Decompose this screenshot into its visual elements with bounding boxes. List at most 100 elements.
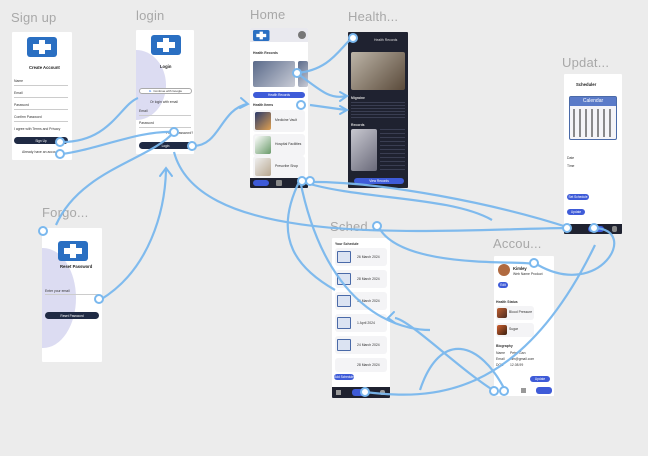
list-item[interactable]: Hospital Facilities (253, 134, 305, 156)
health-records-button[interactable]: Health Records (253, 92, 305, 98)
migraine-description (351, 102, 405, 120)
calendar-nav-icon[interactable] (276, 180, 282, 186)
connection-handle[interactable] (38, 226, 48, 236)
list-item[interactable]: 1 April 2024 (335, 314, 387, 332)
health-record-card[interactable] (253, 61, 295, 87)
date-label: Date (567, 156, 575, 160)
connection-handle[interactable] (296, 100, 306, 110)
schedule-date: 1 April 2024 (357, 321, 375, 325)
schedule-date: 26 March 2024 (357, 255, 380, 259)
forgot-password-link[interactable]: Forgot password? (166, 131, 194, 135)
connection-handle[interactable] (94, 294, 104, 304)
app-logo (253, 30, 270, 41)
calendar-nav-icon[interactable] (521, 388, 526, 393)
list-item[interactable]: Medicine Vault (253, 110, 305, 132)
wire-forgot-to-login (99, 169, 168, 301)
app-logo (58, 241, 88, 261)
calendar-grid[interactable] (573, 109, 613, 137)
wire-arrowheads (159, 91, 396, 324)
signup-button[interactable]: Sign Up (14, 137, 68, 144)
avatar (498, 264, 510, 276)
profile-name: Kimley (513, 266, 527, 271)
have-account-link[interactable]: Already have an account? (22, 150, 62, 154)
update-button[interactable]: Update (567, 209, 585, 215)
connection-handle[interactable] (169, 127, 179, 137)
wire-schedule-to-account (377, 225, 535, 266)
login-button[interactable]: Login (139, 142, 192, 149)
reset-password-button[interactable]: Reset Password (45, 312, 99, 319)
connection-handle[interactable] (489, 386, 499, 396)
home-nav-icon[interactable] (253, 180, 269, 186)
connection-handle[interactable] (292, 68, 302, 78)
calendar-icon (337, 295, 351, 307)
password-field[interactable] (14, 109, 68, 110)
list-item[interactable]: 28 March 2024 (335, 358, 387, 372)
calendar-icon (337, 251, 351, 263)
item-label: Medicine Vault (275, 118, 297, 122)
connection-handle[interactable] (55, 149, 65, 159)
email-field-label: Enter your email (45, 289, 70, 293)
item-image (255, 158, 271, 176)
wire-home-to-schedule (302, 180, 493, 221)
record-image (351, 52, 405, 90)
connection-handle[interactable] (187, 141, 197, 151)
add-schedule-button[interactable]: Add Schedule (334, 374, 354, 380)
frame-label-login: login (136, 8, 165, 23)
connection-handle[interactable] (372, 221, 382, 231)
google-login-button[interactable]: G Continue with Google (139, 88, 192, 94)
record-document-image (351, 129, 377, 171)
profile-nav-icon[interactable] (612, 226, 617, 232)
wire-home-arrow (309, 103, 347, 112)
connection-handle[interactable] (562, 223, 572, 233)
info-key: Name (496, 351, 506, 355)
password-field[interactable] (139, 127, 191, 128)
connection-handle[interactable] (589, 223, 599, 233)
frame-label-signup: Sign up (11, 10, 57, 25)
connection-handle[interactable] (305, 176, 315, 186)
set-schedule-button[interactable]: Set Schedule (567, 194, 589, 200)
email-field[interactable] (14, 97, 68, 98)
avatar[interactable] (298, 31, 306, 39)
profile-nav-icon[interactable] (536, 387, 552, 394)
connection-handle[interactable] (529, 258, 539, 268)
confirm-password-field[interactable] (14, 121, 68, 122)
info-value: kim@gmail.com (510, 357, 535, 361)
view-records-button[interactable]: View Records (354, 178, 404, 184)
health-status-heading: Health Status (496, 300, 518, 304)
signup-heading: Create Account (29, 65, 60, 70)
list-item[interactable]: Sugar (496, 323, 534, 337)
wire-home-to-account (298, 179, 431, 332)
edit-profile-button[interactable]: Edit (498, 282, 508, 288)
frame-label-forgot: Forgo... (42, 205, 89, 220)
connection-handle[interactable] (348, 33, 358, 43)
google-button-label: Continue with Google (153, 89, 183, 93)
app-logo (151, 35, 181, 55)
list-item[interactable]: Blood Pressure (496, 306, 534, 320)
name-field[interactable] (14, 85, 68, 86)
connection-handle[interactable] (360, 387, 370, 397)
list-item[interactable]: 26 March 2024 (335, 248, 387, 266)
google-icon: G (148, 89, 152, 93)
connection-handle[interactable] (55, 137, 65, 147)
wire-home-to-update (299, 180, 571, 230)
item-label: Prescribe Shop (275, 164, 299, 168)
login-heading: Login (160, 64, 172, 69)
confirm-password-label: Confirm Password (14, 115, 42, 119)
password-field-label: Password (14, 103, 29, 107)
item-image (255, 112, 271, 130)
update-button[interactable]: Update (530, 376, 550, 382)
name-field-label: Name (14, 79, 24, 83)
list-item[interactable]: 24 March 2024 (335, 336, 387, 354)
calendar-widget[interactable]: Calendar (569, 96, 617, 140)
email-field[interactable] (45, 294, 99, 295)
list-item[interactable]: 28 March 2024 (335, 270, 387, 288)
calendar-icon (337, 339, 351, 351)
terms-checkbox[interactable]: I agree with Terms and Privacy (14, 127, 61, 131)
profile-nav-icon[interactable] (380, 390, 385, 395)
connection-handle[interactable] (499, 386, 509, 396)
home-nav-icon[interactable] (336, 390, 341, 395)
wire-login-to-forgot (54, 131, 175, 226)
list-item[interactable]: Prescribe Shop (253, 156, 305, 178)
health-record-card[interactable] (298, 61, 308, 87)
email-field[interactable] (139, 115, 191, 116)
